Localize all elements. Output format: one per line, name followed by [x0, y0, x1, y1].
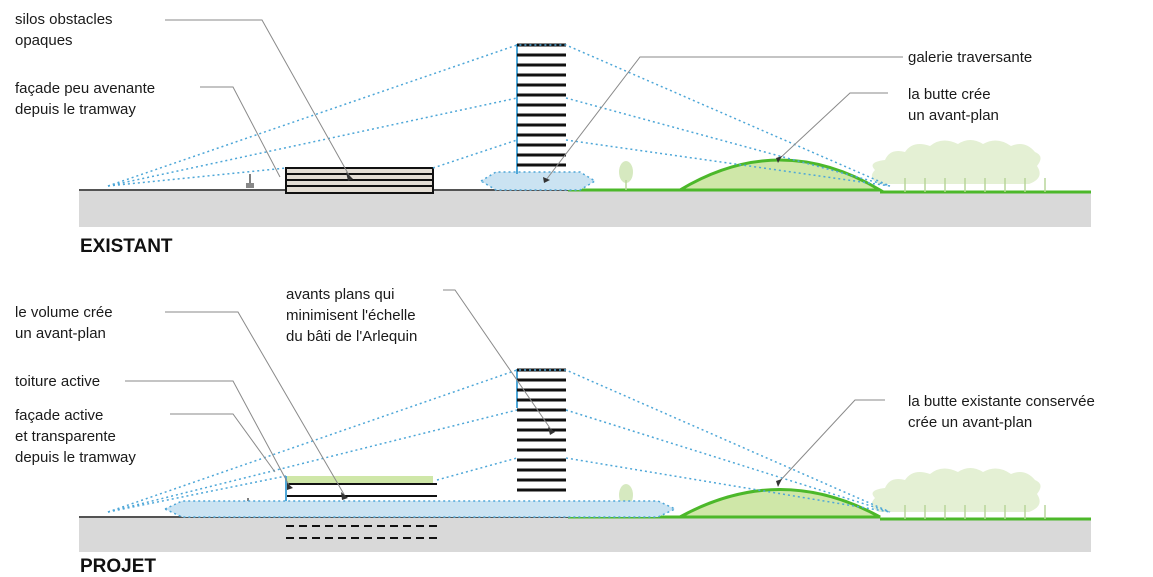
label-toiture: toiture active	[15, 373, 100, 390]
section-title-existant: EXISTANT	[80, 236, 173, 257]
galerie-passage	[479, 171, 597, 191]
small-tree	[619, 161, 633, 183]
section-projet: avants plans qui minimisent l'échelle du…	[15, 286, 1095, 577]
tree-canopy	[871, 468, 1041, 512]
sight-lines	[107, 44, 891, 187]
label-facade-2: depuis le tramway	[15, 101, 136, 118]
arrow-head	[776, 479, 782, 487]
arrow-head	[776, 156, 782, 163]
arrow-head	[548, 427, 555, 435]
traversing-passage	[163, 500, 677, 518]
label-avants-3: du bâti de l'Arlequin	[286, 328, 417, 345]
silos-building	[285, 167, 434, 194]
label-facade-1: façade active	[15, 407, 103, 424]
arrow-head	[346, 172, 353, 181]
ground-slab	[79, 518, 1091, 552]
label-facade-2: et transparente	[15, 428, 116, 445]
butte-mound	[679, 488, 881, 519]
label-facade-1: façade peu avenante	[15, 80, 155, 97]
label-volume-1: le volume crée	[15, 304, 113, 321]
leader-lines	[165, 19, 903, 181]
arlequin-tower	[516, 43, 566, 174]
arrow-head	[543, 177, 550, 183]
butte-mound	[674, 158, 886, 192]
tram-stop-icon	[246, 174, 254, 188]
label-butte-1: la butte crée	[908, 86, 991, 103]
tree-canopy	[871, 140, 1041, 184]
tree-cluster	[871, 140, 1046, 192]
section-title-projet: PROJET	[80, 556, 156, 577]
arlequin-tower	[516, 368, 566, 492]
label-butte-1: la butte existante conservée	[908, 393, 1095, 410]
arrow-head	[341, 492, 348, 500]
tree-cluster	[871, 468, 1046, 519]
label-butte-2: crée un avant-plan	[908, 414, 1032, 431]
arrow-head	[287, 483, 293, 490]
label-avants-2: minimisent l'échelle	[286, 307, 416, 324]
label-volume-2: un avant-plan	[15, 325, 106, 342]
label-facade-3: depuis le tramway	[15, 449, 136, 466]
section-existant: silos obstacles opaques façade peu avena…	[15, 11, 1091, 257]
label-silos-2: opaques	[15, 32, 73, 49]
label-avants-1: avants plans qui	[286, 286, 394, 303]
label-galerie: galerie traversante	[908, 49, 1032, 66]
label-butte-2: un avant-plan	[908, 107, 999, 124]
leader-lines	[125, 289, 885, 497]
label-silos-1: silos obstacles	[15, 11, 113, 28]
ground-slab	[79, 191, 1091, 227]
